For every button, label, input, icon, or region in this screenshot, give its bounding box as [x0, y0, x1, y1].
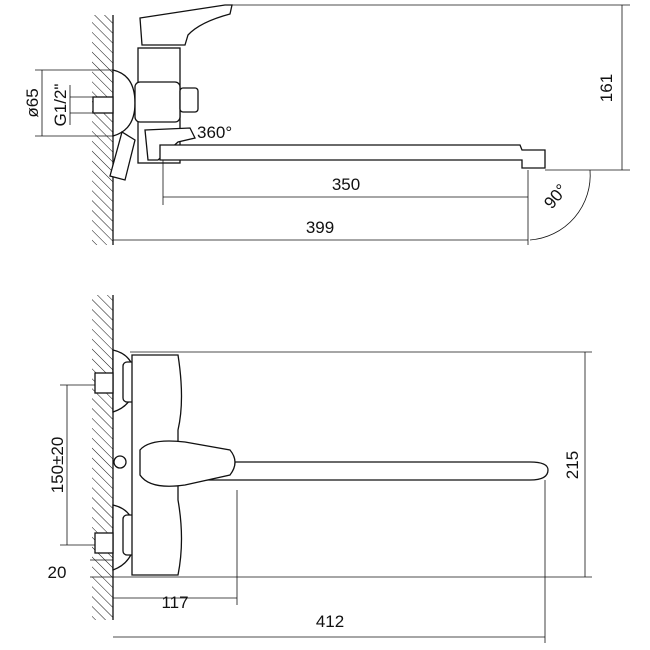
dim-lever-position-label: 117: [161, 593, 188, 612]
dim-center-distance-label: 150±20: [48, 437, 67, 494]
spout: [159, 144, 546, 169]
diverter-knob: [179, 87, 199, 113]
dim-offset-label: 20: [48, 563, 67, 582]
dim-height-label: 215: [563, 451, 582, 479]
swivel-nut: [144, 127, 196, 161]
dim-thread-label: G1/2": [51, 84, 70, 127]
dim-arc-90: [529, 169, 591, 241]
diverter-block: [134, 81, 181, 123]
spout: [149, 461, 549, 481]
upper-thread: [94, 372, 114, 394]
dim-total-length-label: 399: [306, 218, 334, 237]
dim-spout-reach-label: 350: [332, 175, 360, 194]
lever-handle: [139, 440, 236, 487]
thread-connector: [92, 96, 114, 114]
lower-thread: [94, 532, 114, 554]
hose-connector: [109, 130, 136, 181]
wall-flange: [112, 69, 136, 137]
diverter-button: [113, 455, 127, 469]
top-view: 161 350 399 ø65 G1/2" 360° 90°: [23, 4, 630, 245]
dim-flange-diameter-label: ø65: [23, 88, 42, 117]
lever-handle: [139, 4, 233, 46]
dim-total-length-label: 412: [316, 612, 344, 631]
front-view: 215 150±20 20 117 412: [48, 295, 592, 643]
wall-hatching: [92, 295, 113, 620]
dim-swivel-label: 360°: [197, 123, 232, 142]
dim-angle-label: 90°: [540, 181, 571, 213]
dim-height-label: 161: [597, 74, 616, 102]
wall-hatching: [92, 15, 113, 245]
